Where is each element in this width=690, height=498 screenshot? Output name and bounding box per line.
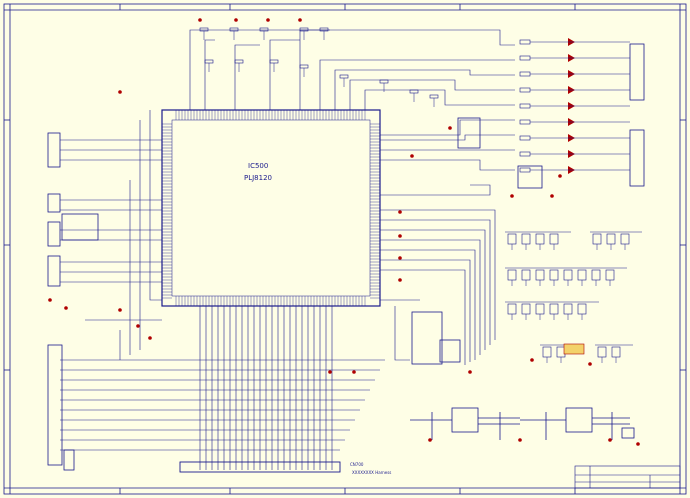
capacitor xyxy=(535,269,545,281)
resistor xyxy=(519,55,531,61)
capacitor xyxy=(535,303,545,315)
component-marker xyxy=(448,126,452,130)
capacitor-clusters xyxy=(505,231,642,363)
component-marker xyxy=(298,18,302,22)
capacitor xyxy=(535,233,545,245)
capacitor xyxy=(577,269,587,281)
capacitor xyxy=(521,303,531,315)
capacitor xyxy=(592,233,602,245)
main-ic-name: IC500 xyxy=(248,162,268,170)
capacitor xyxy=(563,303,573,315)
power-blocks xyxy=(410,407,630,440)
capacitor xyxy=(521,269,531,281)
capacitor xyxy=(549,269,559,281)
capacitor xyxy=(577,303,587,315)
ic-pins-top xyxy=(175,110,366,120)
capacitor xyxy=(507,303,517,315)
component-marker xyxy=(636,442,640,446)
component-marker xyxy=(148,336,152,340)
title-block xyxy=(574,465,681,489)
resistor xyxy=(519,119,531,125)
resistor xyxy=(519,87,531,93)
component-marker xyxy=(198,18,202,22)
ic-pins-left xyxy=(162,123,172,299)
main-ic: IC500 PLJ8120 xyxy=(161,109,381,307)
capacitor xyxy=(611,346,621,358)
resistor xyxy=(519,103,531,109)
component-marker xyxy=(398,256,402,260)
ic-pins-bottom xyxy=(175,296,366,306)
right-connectors xyxy=(621,43,645,439)
resistor xyxy=(519,135,531,141)
resistor xyxy=(319,27,329,32)
capacitor xyxy=(507,233,517,245)
sheet-border xyxy=(3,3,687,495)
resistor xyxy=(339,74,349,79)
capacitor xyxy=(597,346,607,358)
resistor xyxy=(259,27,269,32)
resistor xyxy=(269,59,279,64)
resistor xyxy=(519,39,531,45)
resistor xyxy=(379,79,389,84)
component-marker xyxy=(530,358,534,362)
resistor xyxy=(204,59,214,64)
resistor xyxy=(519,151,531,157)
ic-pins-right xyxy=(370,123,380,299)
capacitor xyxy=(521,233,531,245)
harness-caption: XXXXXXXX Harness xyxy=(352,470,391,475)
resistor xyxy=(299,64,309,69)
component-marker xyxy=(136,324,140,328)
main-ic-part: PLJ8120 xyxy=(244,174,272,182)
component-marker xyxy=(398,234,402,238)
resistor xyxy=(519,167,531,173)
component-marker xyxy=(558,174,562,178)
component-marker xyxy=(398,210,402,214)
resistor xyxy=(199,27,209,32)
component-marker xyxy=(468,370,472,374)
red-component-markers xyxy=(48,18,640,446)
component-marker xyxy=(510,194,514,198)
component-marker xyxy=(118,90,122,94)
mid-right-ic xyxy=(411,117,543,365)
component-marker xyxy=(608,438,612,442)
capacitor xyxy=(591,269,601,281)
led-column xyxy=(519,38,630,174)
component-marker xyxy=(48,298,52,302)
component-marker xyxy=(518,438,522,442)
component-marker xyxy=(328,370,332,374)
capacitor xyxy=(563,269,573,281)
resistor xyxy=(409,89,419,94)
resistor xyxy=(299,27,309,32)
capacitor xyxy=(620,233,630,245)
capacitor xyxy=(549,233,559,245)
harness-connector: CN700 XXXXXXXX Harness xyxy=(179,461,391,475)
component-marker xyxy=(234,18,238,22)
resistor xyxy=(234,59,244,64)
component-marker xyxy=(64,306,68,310)
capacitor xyxy=(542,346,552,358)
wire-bundles xyxy=(60,29,515,470)
resistor xyxy=(229,27,239,32)
capacitor xyxy=(606,233,616,245)
capacitor xyxy=(605,269,615,281)
component-marker xyxy=(398,278,402,282)
harness-connector-label: CN700 xyxy=(350,462,364,467)
component-marker xyxy=(428,438,432,442)
left-connectors xyxy=(47,132,99,471)
component-marker xyxy=(588,362,592,366)
component-marker xyxy=(410,154,414,158)
regulator xyxy=(563,343,585,355)
component-marker xyxy=(352,370,356,374)
top-component-row xyxy=(199,27,439,107)
resistor xyxy=(429,94,439,99)
component-marker xyxy=(550,194,554,198)
capacitor xyxy=(549,303,559,315)
capacitor xyxy=(507,269,517,281)
component-marker xyxy=(266,18,270,22)
component-marker xyxy=(118,308,122,312)
resistor xyxy=(519,71,531,77)
